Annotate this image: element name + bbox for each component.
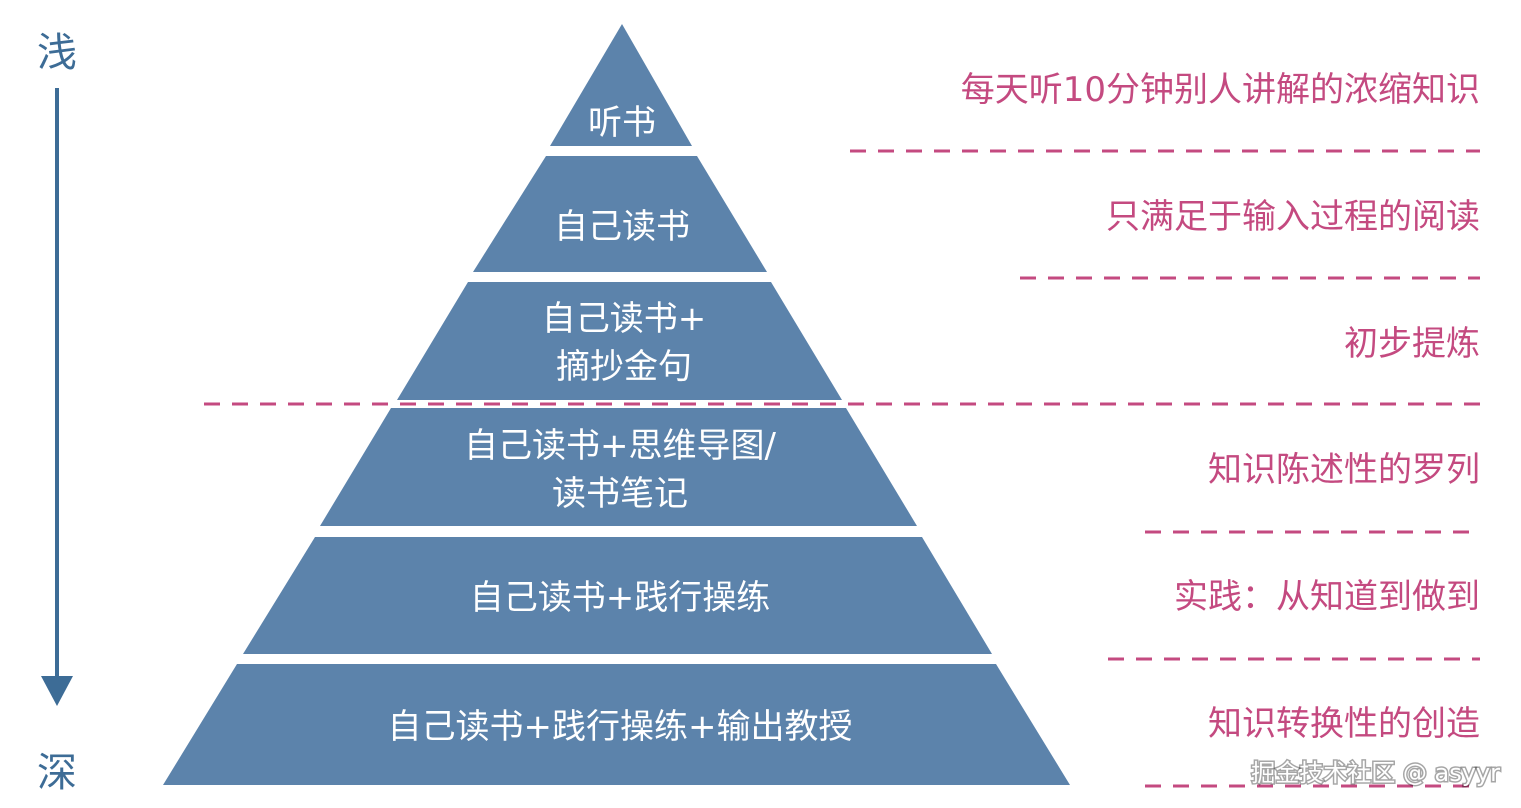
axis-bottom-label: 深 [37,750,77,796]
tier-3-label-line1: 自己读书+ [542,299,707,339]
tier-2-label: 自己读书 [554,207,690,247]
tier-1-label: 听书 [588,103,656,143]
pyramid [163,24,1070,785]
pyramid-tier-4 [320,408,917,526]
tier-labels: 听书 自己读书 自己读书+ 摘抄金句 自己读书+思维导图/ 读书笔记 自己读书+… [388,103,853,747]
pyramid-tier-5 [243,537,992,654]
pyramid-tier-2 [473,156,767,272]
tier-4-label-line1: 自己读书+思维导图/ [464,426,776,466]
description-4: 知识陈述性的罗列 [1208,450,1480,490]
tier-5-label: 自己读书+践行操练 [470,578,771,618]
description-3: 初步提炼 [1344,324,1480,364]
tier-6-label: 自己读书+践行操练+输出教授 [388,707,853,747]
watermark: 掘金技术社区 @ asyyr [1251,759,1500,787]
description-5: 实践：从知道到做到 [1174,577,1480,617]
tier-4-label-line2: 读书笔记 [552,474,688,514]
description-6: 知识转换性的创造 [1208,704,1480,744]
description-1: 每天听10分钟别人讲解的浓缩知识 [961,70,1480,110]
description-2: 只满足于输入过程的阅读 [1106,197,1480,237]
depth-axis: 浅 深 [37,30,77,796]
depth-arrow-head [41,676,73,706]
tier-3-label-line2: 摘抄金句 [556,347,692,387]
descriptions: 每天听10分钟别人讲解的浓缩知识 只满足于输入过程的阅读 初步提炼 知识陈述性的… [961,70,1480,744]
axis-top-label: 浅 [37,30,77,76]
pyramid-tier-3 [397,282,842,400]
separators [204,149,1480,788]
pyramid-tier-6 [163,664,1070,785]
pyramid-tier-1 [550,24,692,146]
